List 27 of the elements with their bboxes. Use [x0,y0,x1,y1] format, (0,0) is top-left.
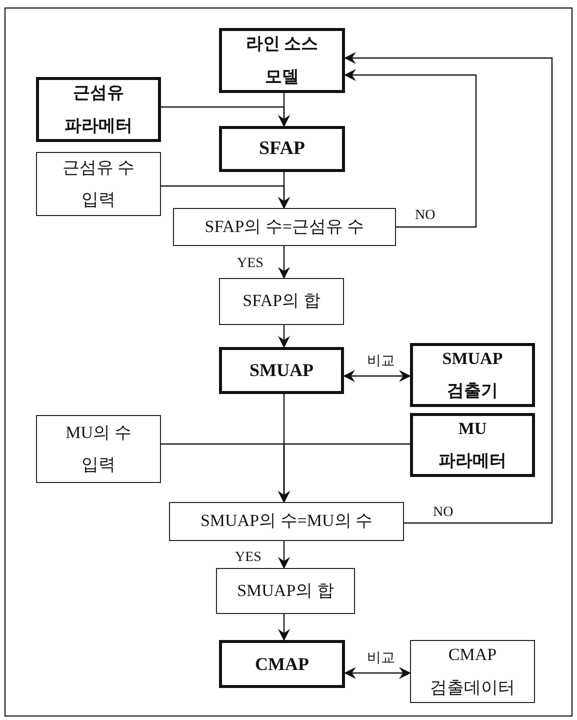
process-box: SFAP [219,126,345,172]
arrow [344,69,477,228]
arrow [343,370,411,382]
process-box: SMUAP의 합 [216,568,355,614]
process-box: CMAP [219,640,345,688]
arrow [278,246,290,279]
input-box: MU의 수 입력 [36,415,161,483]
parameter-box: MU 파라메터 [410,413,535,477]
arrow [278,443,410,503]
arrow [161,185,290,209]
arrow [278,614,290,641]
input-box: 근섬유 수 입력 [36,152,161,216]
process-box: 라인 소스 모델 [219,28,345,93]
edge-label: 비교 [366,652,396,666]
condition-box: SMUAP의 수=MU의 수 [169,502,404,541]
detector-box: SMUAP 검출기 [410,343,535,407]
data-box: CMAP 검출데이터 [410,640,535,703]
condition-box: SFAP의 수=근섬유 수 [173,208,396,246]
edge-label: 비교 [366,355,396,369]
arrow [278,541,290,569]
process-box: SMUAP [219,347,344,394]
arrow [278,325,290,348]
arrow [344,52,553,524]
arrow [161,106,290,127]
process-box: SFAP의 합 [219,278,344,325]
arrow [344,667,411,679]
parameter-box: 근섬유 파라메터 [36,77,161,142]
